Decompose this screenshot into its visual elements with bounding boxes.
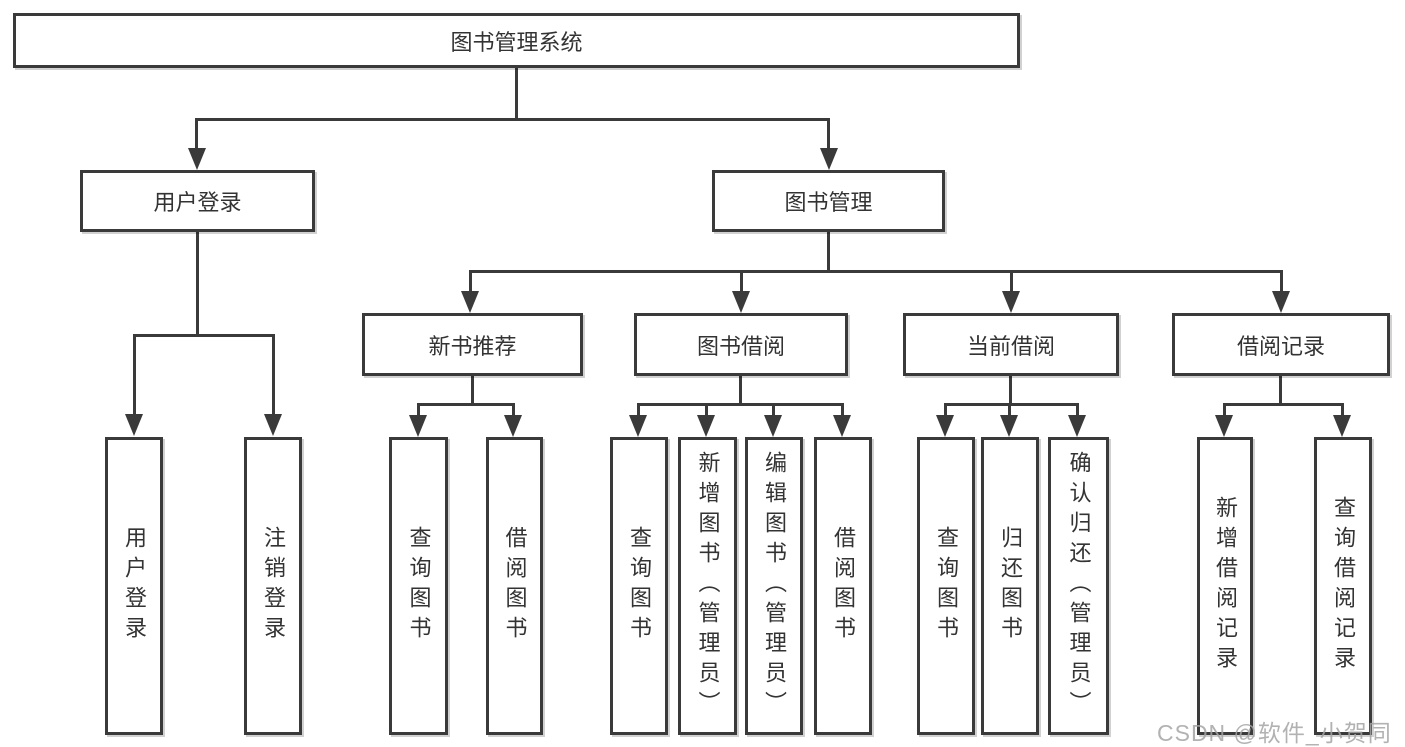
node-leaf-logout-label: 注销登录 <box>261 526 286 646</box>
arrowhead-leaf-confirm-return <box>1068 415 1086 437</box>
node-user-login: 用户登录 <box>80 170 315 232</box>
arrowhead-leaf-login <box>125 414 143 436</box>
node-leaf-edit-book-admin: 编辑图书（管理员） <box>745 437 803 735</box>
connector-drop-leaf-logout <box>272 334 275 416</box>
node-leaf-query-books-1: 查询图书 <box>389 437 448 735</box>
node-leaf-query-borrow-record: 查询借阅记录 <box>1314 437 1372 735</box>
connector-user-login-stem <box>196 232 199 336</box>
node-leaf-query-books-1-label: 查询图书 <box>406 526 432 646</box>
csdn-watermark: CSDN @软件_小贺同学 <box>1157 720 1392 746</box>
arrowhead-leaf-query2 <box>629 415 647 437</box>
node-leaf-edit-book-admin-label: 编辑图书（管理员） <box>762 451 787 721</box>
node-current-borrow: 当前借阅 <box>903 313 1119 376</box>
node-borrow-records: 借阅记录 <box>1172 313 1390 376</box>
connector-new-book-stem <box>471 376 474 405</box>
arrowhead-leaf-borrow2 <box>833 415 851 437</box>
connector-current-borrow-bar <box>944 403 1079 406</box>
connector-root-bar <box>196 118 830 121</box>
connector-current-borrow-stem <box>1009 376 1012 405</box>
arrowhead-book-management <box>820 148 838 170</box>
node-leaf-add-borrow-record-label: 新增借阅记录 <box>1213 496 1238 676</box>
connector-drop-leaf-confirm-return <box>1076 403 1079 417</box>
connector-drop-leaf-query-record <box>1341 403 1344 417</box>
node-leaf-return-books: 归还图书 <box>981 437 1039 735</box>
node-leaf-user-login: 用户登录 <box>105 437 163 735</box>
node-leaf-add-book-admin: 新增图书（管理员） <box>678 437 737 735</box>
connector-drop-leaf-return <box>1008 403 1011 417</box>
node-root-label: 图书管理系统 <box>450 29 583 55</box>
connector-borrow-records-stem <box>1279 376 1282 405</box>
arrowhead-leaf-edit-book <box>764 415 782 437</box>
node-new-book-recommend: 新书推荐 <box>362 313 583 376</box>
connector-drop-leaf-query2 <box>637 403 640 417</box>
connector-borrow-records-bar <box>1223 403 1344 406</box>
node-leaf-add-book-admin-label: 新增图书（管理员） <box>695 451 721 721</box>
connector-user-login-bar <box>133 334 275 337</box>
node-root: 图书管理系统 <box>13 13 1020 68</box>
node-leaf-query-books-3-label: 查询图书 <box>934 526 959 646</box>
node-leaf-borrow-books-1: 借阅图书 <box>486 437 543 735</box>
connector-drop-leaf-edit-book <box>772 403 775 417</box>
arrowhead-user-login <box>188 148 206 170</box>
connector-drop-borrow-records <box>1280 270 1283 293</box>
arrowhead-book-borrow <box>732 291 750 313</box>
connector-book-management-stem <box>827 232 830 272</box>
arrowhead-leaf-query3 <box>936 415 954 437</box>
connector-drop-user-login <box>195 118 198 151</box>
node-borrow-records-label: 借阅记录 <box>1236 333 1325 359</box>
arrowhead-leaf-borrow1 <box>504 415 522 437</box>
node-user-login-label: 用户登录 <box>153 190 242 215</box>
connector-drop-book-management <box>827 118 830 151</box>
node-leaf-add-borrow-record: 新增借阅记录 <box>1197 437 1253 735</box>
node-current-borrow-label: 当前借阅 <box>966 333 1055 359</box>
node-book-management-label: 图书管理 <box>784 190 873 215</box>
node-leaf-query-books-2: 查询图书 <box>610 437 668 735</box>
connector-new-book-bar <box>417 403 515 406</box>
node-book-borrow: 图书借阅 <box>634 313 848 376</box>
connector-drop-book-borrow <box>740 270 743 293</box>
node-leaf-query-borrow-record-label: 查询借阅记录 <box>1331 496 1356 676</box>
arrowhead-borrow-records <box>1272 291 1290 313</box>
node-leaf-query-books-2-label: 查询图书 <box>627 526 652 646</box>
node-leaf-user-login-label: 用户登录 <box>122 526 147 646</box>
arrowhead-leaf-add-record <box>1215 415 1233 437</box>
node-leaf-confirm-return-admin-label: 确认归还（管理员） <box>1066 451 1092 721</box>
node-new-book-recommend-label: 新书推荐 <box>428 333 517 359</box>
node-leaf-borrow-books-1-label: 借阅图书 <box>502 526 528 646</box>
connector-drop-leaf-login <box>133 334 136 416</box>
arrowhead-new-book <box>461 291 479 313</box>
arrowhead-leaf-query1 <box>409 415 427 437</box>
node-book-management: 图书管理 <box>712 170 945 232</box>
node-leaf-borrow-books-2-label: 借阅图书 <box>831 526 856 646</box>
node-leaf-confirm-return-admin: 确认归还（管理员） <box>1048 437 1109 735</box>
node-leaf-query-books-3: 查询图书 <box>917 437 975 735</box>
arrowhead-leaf-return <box>1000 415 1018 437</box>
connector-book-management-bar <box>470 270 1283 273</box>
node-leaf-borrow-books-2: 借阅图书 <box>814 437 872 735</box>
node-leaf-logout: 注销登录 <box>244 437 302 735</box>
connector-drop-leaf-add-book <box>705 403 708 417</box>
arrowhead-leaf-logout <box>264 414 282 436</box>
connector-drop-leaf-query3 <box>944 403 947 417</box>
connector-book-borrow-stem <box>739 376 742 405</box>
connector-drop-new-book <box>469 270 472 293</box>
node-leaf-return-books-label: 归还图书 <box>998 526 1023 646</box>
connector-drop-leaf-borrow1 <box>512 403 515 417</box>
connector-drop-current-borrow <box>1010 270 1013 293</box>
arrowhead-leaf-query-record <box>1333 415 1351 437</box>
connector-drop-leaf-query1 <box>417 403 420 417</box>
arrowhead-current-borrow <box>1002 291 1020 313</box>
connector-book-borrow-bar <box>637 403 844 406</box>
arrowhead-leaf-add-book <box>697 415 715 437</box>
node-book-borrow-label: 图书借阅 <box>696 333 785 359</box>
connector-root-stem <box>515 68 518 120</box>
connector-drop-leaf-add-record <box>1223 403 1226 417</box>
connector-drop-leaf-borrow2 <box>841 403 844 417</box>
